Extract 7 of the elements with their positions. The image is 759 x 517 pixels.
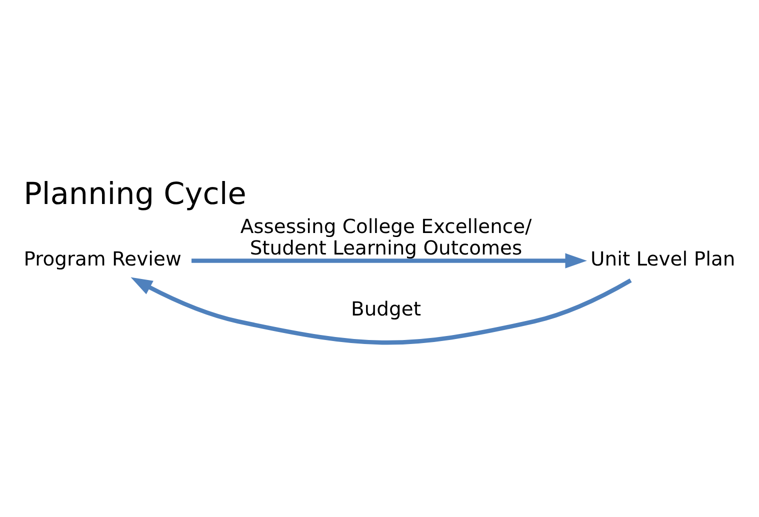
arrow bbox=[192, 252, 587, 268]
diagram-title: Planning Cycle bbox=[24, 176, 246, 212]
edge-label: Budget bbox=[351, 296, 421, 320]
node-text: Program Review bbox=[24, 247, 182, 270]
arrow bbox=[130, 276, 632, 344]
edge-label: Assessing College Excellence/ Student Learning Outcomes bbox=[240, 214, 532, 260]
node-text: Unit Level Plan bbox=[590, 247, 736, 270]
